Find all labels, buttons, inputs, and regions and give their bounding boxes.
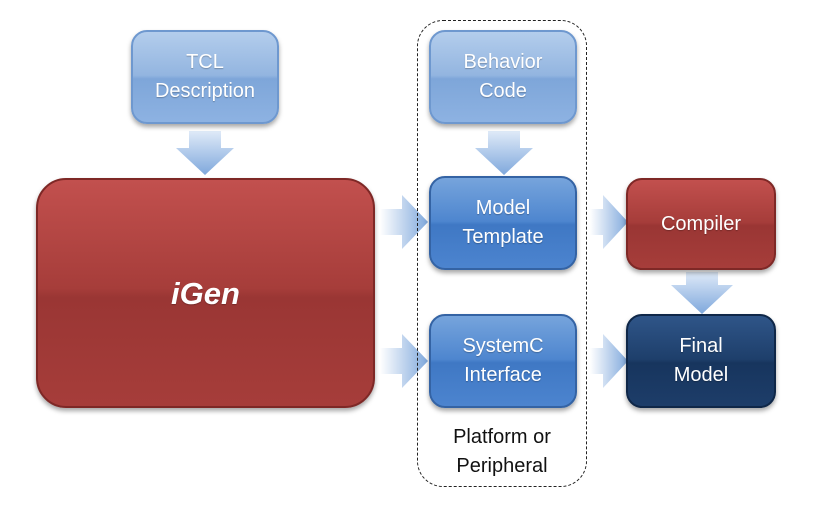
compiler-node: Compiler	[626, 178, 776, 270]
arrow-behavior-to-template	[475, 131, 533, 175]
final-model-label: Final Model	[673, 335, 729, 386]
tcl-description-label: TCL Description	[154, 51, 256, 102]
systemc-interface-label: SystemC Interface	[462, 335, 544, 386]
arrow-compiler-to-final	[671, 272, 733, 314]
behavior-code-node: Behavior Code	[429, 30, 577, 124]
final-model-node: Final Model	[626, 314, 776, 408]
arrow-tcl-to-igen	[176, 131, 234, 175]
group-label: Platform or Peripheral	[453, 426, 551, 477]
igen-node: iGen	[36, 178, 375, 408]
tcl-description-node: TCL Description	[131, 30, 279, 124]
model-template-label: Model Template	[462, 197, 544, 248]
compiler-label: Compiler	[660, 212, 742, 235]
arrow-template-to-compiler	[590, 195, 628, 249]
systemc-interface-node: SystemC Interface	[429, 314, 577, 408]
platform-peripheral-group	[417, 20, 587, 487]
behavior-code-label: Behavior Code	[463, 51, 543, 102]
arrow-igen-to-systemc	[380, 334, 428, 388]
igen-label: iGen	[171, 275, 240, 311]
arrow-igen-to-template	[380, 195, 428, 249]
arrow-systemc-to-final	[590, 334, 628, 388]
model-template-node: Model Template	[429, 176, 577, 270]
